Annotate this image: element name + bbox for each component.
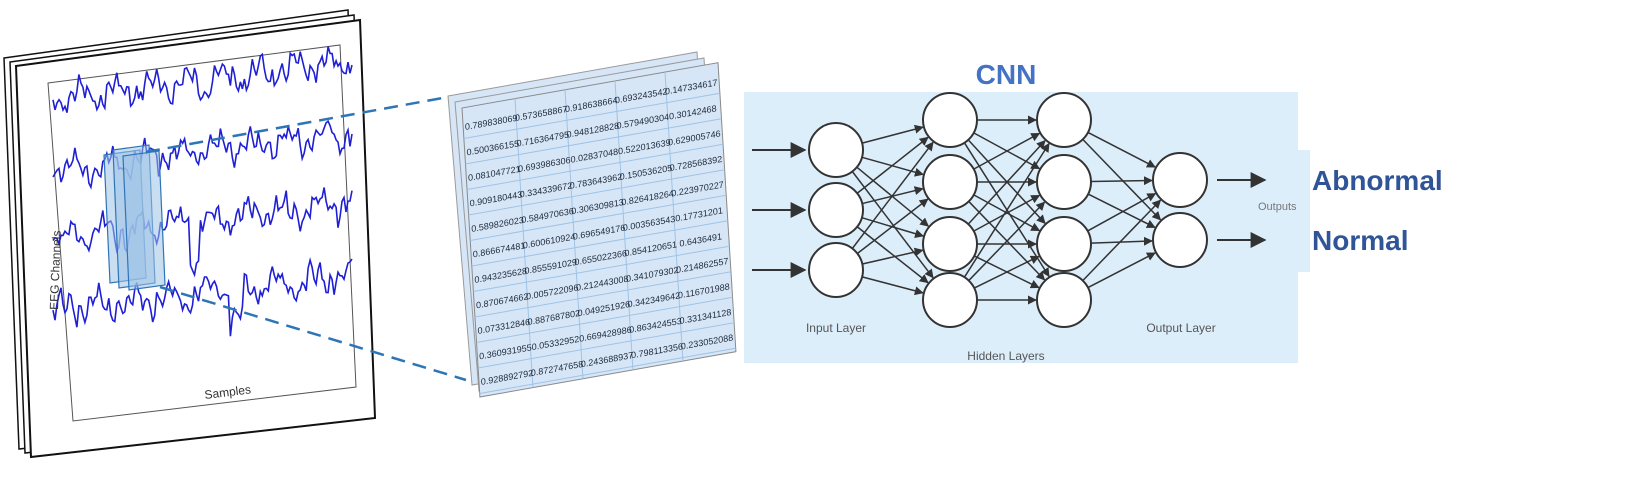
cnn-edge <box>968 201 1046 282</box>
output-layer-label: Output Layer <box>1146 321 1215 335</box>
hidden-node <box>922 154 978 210</box>
cnn-nodes <box>808 92 1208 328</box>
outputs-label: Outputs <box>1258 201 1297 213</box>
cnn-edge <box>973 255 1040 289</box>
eeg-traces <box>52 46 353 337</box>
eeg-trace <box>52 46 353 113</box>
matrix-row-line <box>470 194 727 241</box>
matrix-row-line <box>471 220 728 267</box>
matrix-row-line <box>463 92 720 139</box>
matrix-row-line <box>478 322 735 369</box>
eeg-trace <box>52 256 353 337</box>
matrix-row-line <box>468 169 725 216</box>
input-layer-label: Input Layer <box>806 321 866 335</box>
cnn-edge <box>1082 199 1162 282</box>
cnn-edge <box>856 136 929 194</box>
cnn-edge <box>973 194 1041 232</box>
eeg-trace <box>52 187 353 278</box>
eeg-trace <box>52 119 353 190</box>
cnn-edge <box>967 139 1046 225</box>
eeg-x-axis-label: Samples <box>204 382 252 402</box>
connector-top <box>145 95 449 154</box>
cnn-io-arrows <box>752 142 1267 278</box>
class-abnormal: Abnormal <box>1312 165 1443 196</box>
cnn-edge <box>1090 176 1153 186</box>
input-node <box>808 182 864 238</box>
matrix-stack: 0.7898380690.5736588670.9186386640.69324… <box>447 51 737 398</box>
cnn-edge <box>862 247 924 265</box>
hidden-node <box>922 92 978 148</box>
hidden-node <box>1036 272 1092 328</box>
cnn-edge <box>851 141 934 249</box>
input-node <box>808 242 864 298</box>
cnn-edges <box>851 115 1162 305</box>
cnn-edge <box>856 198 929 255</box>
cnn-edge <box>1082 138 1162 221</box>
cnn-edge <box>1087 131 1156 168</box>
matrix-row-line <box>474 271 731 318</box>
cnn-background-tab <box>1298 150 1310 272</box>
matrix-col-line <box>514 98 534 388</box>
input-node <box>808 122 864 178</box>
matrix-col-line <box>564 89 584 379</box>
hidden-node <box>922 216 978 272</box>
hidden-layers-label: Hidden Layers <box>967 349 1044 363</box>
cnn-edge <box>861 124 924 144</box>
cnn-title: CNN <box>976 59 1037 90</box>
cnn-edge <box>856 226 929 284</box>
hidden-node <box>1036 154 1092 210</box>
cnn-edge <box>861 276 924 296</box>
connector-bottom <box>159 285 467 382</box>
cnn-edge <box>1087 252 1156 289</box>
cnn-edge <box>851 171 934 279</box>
cnn-edge <box>1090 236 1153 246</box>
matrix-grid <box>463 71 736 394</box>
matrix-front: 0.7898380690.5736588670.9186386640.69324… <box>461 62 737 398</box>
cnn-edge <box>1087 192 1157 232</box>
output-node <box>1152 152 1208 208</box>
eeg-window-3 <box>122 150 166 291</box>
output-node <box>1152 212 1208 268</box>
eeg-panel: EEG Channels Samples <box>3 9 377 459</box>
hidden-node <box>1036 216 1092 272</box>
matrix-col-line <box>614 80 634 371</box>
matrix-row-line <box>473 245 730 292</box>
eeg-window-stack <box>103 144 166 291</box>
eeg-y-axis-label: EEG Channels <box>47 230 64 310</box>
hidden-node <box>922 272 978 328</box>
cnn-edge <box>973 132 1041 170</box>
matrix-row-line <box>476 296 733 343</box>
cnn-edge <box>963 142 1050 278</box>
hidden-node <box>1036 92 1092 148</box>
matrix-front-sheet <box>461 62 737 398</box>
matrix-row-line <box>465 118 722 165</box>
cnn-edge <box>1087 193 1156 229</box>
class-normal: Normal <box>1312 225 1408 256</box>
matrix-row-line <box>467 143 724 190</box>
matrix-row-line <box>479 347 736 394</box>
cnn-panel: CNN Input Layer Hidden Layers Output Lay… <box>744 59 1310 363</box>
connector-lines <box>145 95 467 382</box>
matrix-col-line <box>664 71 684 362</box>
